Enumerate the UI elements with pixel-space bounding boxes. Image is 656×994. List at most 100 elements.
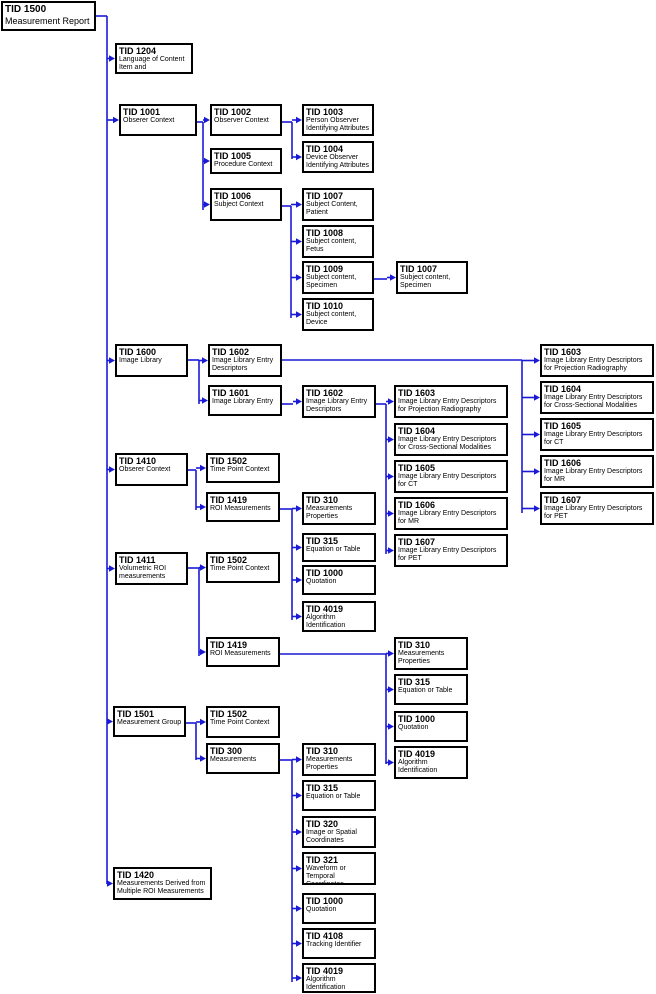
template-id: TID 1003 xyxy=(306,107,344,117)
arrowhead-n1607b xyxy=(388,547,394,554)
template-title: Observer Context xyxy=(214,117,269,124)
template-id: TID 1603 xyxy=(398,388,436,398)
template-id: TID 1603 xyxy=(544,347,582,357)
template-id: TID 315 xyxy=(306,536,339,546)
template-title: Image Library Entry Descriptors for Proj… xyxy=(398,398,497,413)
template-title: Time Point Context xyxy=(210,565,270,572)
template-id: TID 1606 xyxy=(544,458,582,468)
template-id: TID 1002 xyxy=(214,107,252,117)
template-title: Time Point Context xyxy=(210,719,270,726)
arrowhead-n1004 xyxy=(296,153,302,161)
template-id: TID 1410 xyxy=(119,456,157,466)
arrowhead-n1010 xyxy=(296,311,302,318)
template-title: Measurements xyxy=(210,756,257,763)
template-title: Subject content, Specimen xyxy=(306,274,357,289)
arrowhead-n1419b xyxy=(200,648,206,656)
template-id: TID 1604 xyxy=(544,384,582,394)
template-title: Subject content, Specimen xyxy=(400,274,451,289)
template-id: TID 4019 xyxy=(306,966,344,976)
template-id: TID 1602 xyxy=(306,388,344,398)
template-title: Quotation xyxy=(306,578,337,585)
template-id: TID 1009 xyxy=(306,264,344,274)
template-id: TID 1204 xyxy=(119,46,157,56)
template-id: TID 1502 xyxy=(210,709,248,719)
arrowhead-n1604b xyxy=(388,436,394,443)
template-title: Image Library Entry Descriptors for Proj… xyxy=(544,357,643,372)
arrowhead-n1411 xyxy=(109,565,115,572)
template-title: Equation or Table xyxy=(306,793,361,800)
arrowhead-n1420 xyxy=(107,880,113,887)
template-title: Image Library Entry Descriptors for MR xyxy=(544,468,643,483)
template-id: TID 1605 xyxy=(398,463,436,473)
arrowhead-n1604a xyxy=(534,394,540,401)
template-title: Image Library xyxy=(119,357,162,364)
template-title: Obserer Context xyxy=(119,466,171,473)
template-title: Image or Spatial Coordinates xyxy=(306,829,357,844)
arrowhead-n1603b xyxy=(388,398,394,405)
arrowhead-n1419a xyxy=(200,503,206,511)
template-title: Quotation xyxy=(306,906,337,913)
template-id: TID 300 xyxy=(210,746,243,756)
template-title: Subject content, Device xyxy=(306,311,357,326)
template-title: Image Library Entry Descriptors for PET xyxy=(544,505,643,520)
arrowhead-n1602a xyxy=(202,357,208,364)
template-id: TID 1007 xyxy=(306,191,344,201)
template-title: Algorithm Identification xyxy=(306,614,346,629)
template-id: TID 4108 xyxy=(306,931,344,941)
arrowhead-n1002 xyxy=(204,116,210,124)
template-title: ROI Measurements xyxy=(210,650,271,657)
template-id: TID 1000 xyxy=(398,714,436,724)
template-id: TID 1008 xyxy=(306,228,344,238)
template-id: TID 1607 xyxy=(398,537,436,547)
arrowhead-n1410 xyxy=(109,466,115,473)
template-id: TID 1001 xyxy=(123,107,161,117)
arrowhead-n1001 xyxy=(113,116,119,124)
template-id: TID 1602 xyxy=(212,347,250,357)
template-title: ROI Measurements xyxy=(210,505,271,512)
template-id: TID 1604 xyxy=(398,426,436,436)
arrowhead-n310a xyxy=(296,505,302,512)
template-id: TID 1606 xyxy=(398,500,436,510)
template-title: Subject content, Fetus xyxy=(306,238,357,253)
template-title: Image Library Entry Descriptors for PET xyxy=(398,547,497,562)
template-id: TID 1411 xyxy=(119,555,156,565)
arrowhead-n4019b xyxy=(388,759,394,766)
template-id: TID 1010 xyxy=(306,301,344,311)
template-title: Procedure Context xyxy=(214,161,273,168)
template-id: TID 315 xyxy=(398,677,431,687)
template-id: TID 320 xyxy=(306,819,339,829)
arrowhead-n310c xyxy=(296,756,302,763)
template-id: TID 1501 xyxy=(117,709,155,719)
template-id: TID 315 xyxy=(306,783,339,793)
template-id: TID 1607 xyxy=(544,495,582,505)
template-title: Tracking Identifier xyxy=(306,941,362,948)
template-title: Algorithm Identification xyxy=(306,976,346,991)
